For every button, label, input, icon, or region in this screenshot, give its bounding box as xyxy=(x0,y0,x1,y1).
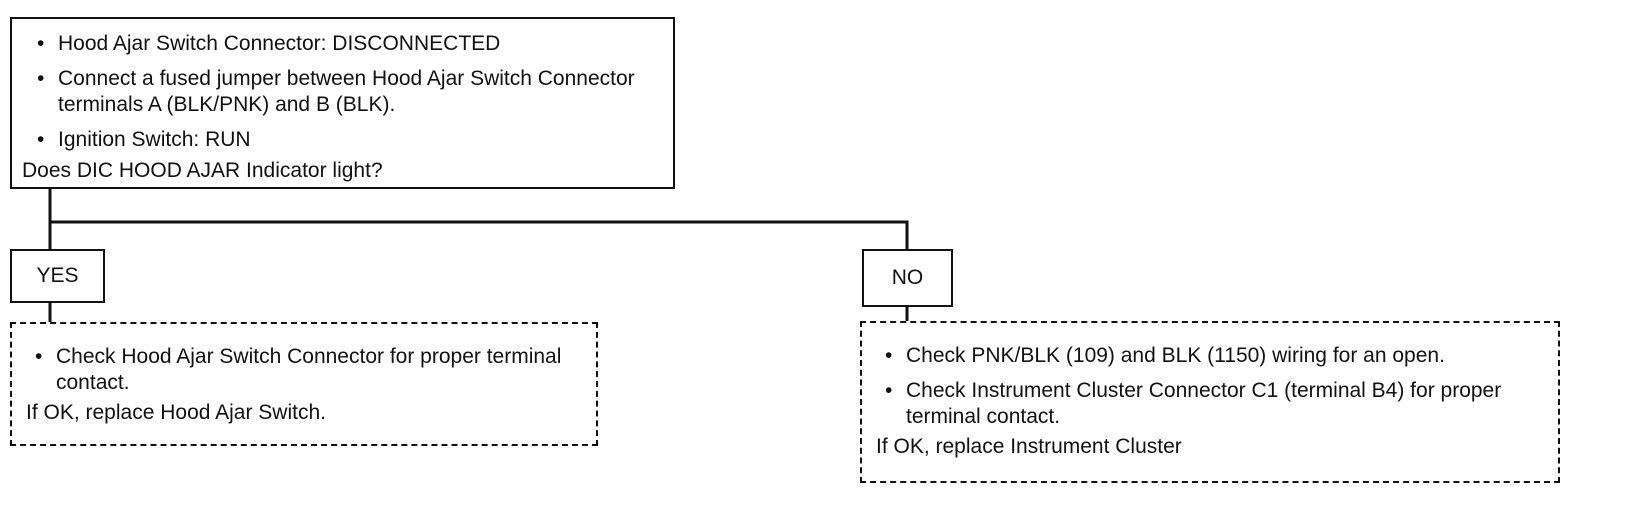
no-action-box: • Check PNK/BLK (109) and BLK (1150) wir… xyxy=(860,321,1560,483)
start-step-list: • Hood Ajar Switch Connector: DISCONNECT… xyxy=(28,31,663,153)
yes-action-list: • Check Hood Ajar Switch Connector for p… xyxy=(26,344,586,396)
yes-action-item: • Check Hood Ajar Switch Connector for p… xyxy=(26,344,586,396)
yes-action-text: Check Hood Ajar Switch Connector for pro… xyxy=(56,345,562,394)
start-step-text: Connect a fused jumper between Hood Ajar… xyxy=(58,67,635,116)
bullet-icon: • xyxy=(885,379,893,402)
start-step-text: Ignition Switch: RUN xyxy=(58,128,251,151)
bullet-icon: • xyxy=(37,67,45,90)
bullet-icon: • xyxy=(37,32,45,55)
bullet-icon: • xyxy=(885,344,893,367)
bullet-icon: • xyxy=(35,345,43,368)
start-step-item: • Hood Ajar Switch Connector: DISCONNECT… xyxy=(28,31,663,57)
no-action-list: • Check PNK/BLK (109) and BLK (1150) wir… xyxy=(876,343,1548,430)
start-step-item: • Connect a fused jumper between Hood Aj… xyxy=(28,66,663,118)
start-question: Does DIC HOOD AJAR Indicator light? xyxy=(22,159,383,182)
start-step-text: Hood Ajar Switch Connector: DISCONNECTED xyxy=(58,32,501,55)
no-action-text: Check Instrument Cluster Connector C1 (t… xyxy=(906,379,1502,428)
yes-branch-label: YES xyxy=(10,249,105,303)
start-step-box: • Hood Ajar Switch Connector: DISCONNECT… xyxy=(10,17,675,189)
no-action-item: • Check Instrument Cluster Connector C1 … xyxy=(876,378,1548,430)
no-action-result: If OK, replace Instrument Cluster xyxy=(876,435,1182,458)
no-action-item: • Check PNK/BLK (109) and BLK (1150) wir… xyxy=(876,343,1548,369)
no-branch-label: NO xyxy=(862,249,953,307)
yes-action-result: If OK, replace Hood Ajar Switch. xyxy=(26,401,326,424)
bullet-icon: • xyxy=(37,128,45,151)
no-action-text: Check PNK/BLK (109) and BLK (1150) wirin… xyxy=(906,344,1445,367)
yes-action-box: • Check Hood Ajar Switch Connector for p… xyxy=(10,322,598,446)
start-step-item: • Ignition Switch: RUN xyxy=(28,127,663,153)
